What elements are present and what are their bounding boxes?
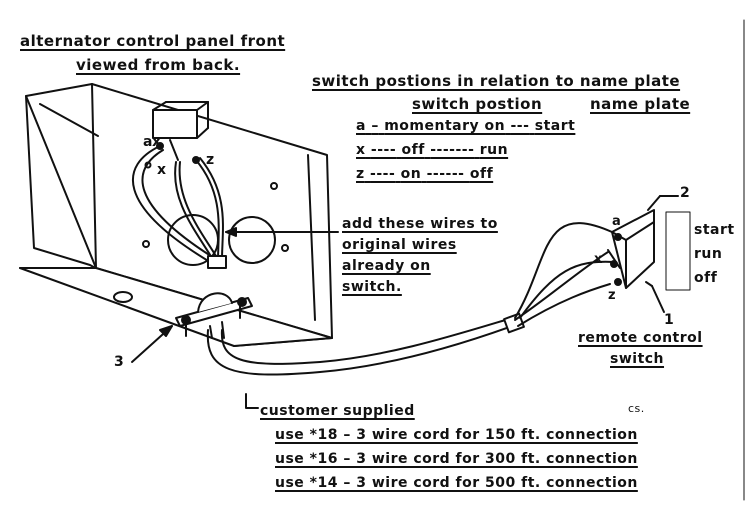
- callout-3: 3: [114, 354, 125, 370]
- row-plate: off: [469, 166, 494, 182]
- panel-terminal-z: z: [206, 152, 215, 168]
- row-dash: ----: [370, 166, 396, 182]
- connecting-cord: [206, 222, 615, 376]
- switch-row-z: z ---- on ------ off: [356, 166, 493, 182]
- plate-label-off: off: [694, 270, 718, 286]
- row-dash: ----: [370, 142, 397, 158]
- panel-terminal-a: a: [143, 134, 153, 150]
- switch-row-x: x ---- off ------- run: [356, 142, 508, 158]
- switch-row-a: a – momentary on --- start: [356, 118, 575, 134]
- customer-supplied-label: customer supplied: [260, 403, 415, 419]
- screw-hole: [113, 291, 133, 303]
- control-panel-box: [19, 83, 333, 347]
- plate-label-run: run: [694, 246, 723, 262]
- row-plate: run: [479, 142, 509, 158]
- cord-option-300ft: use *16 – 3 wire cord for 300 ft. connec…: [275, 451, 638, 467]
- row-description: momentary on: [384, 118, 506, 134]
- name-plate: [665, 211, 691, 291]
- plate-label-start: start: [694, 222, 735, 238]
- title-line-1: alternator control panel front: [20, 32, 286, 50]
- add-wires-note-line-2: original wires: [342, 237, 457, 253]
- remote-label-line-1: remote control: [578, 330, 703, 346]
- switch-position-column-header: switch postion: [412, 95, 543, 113]
- remote-label-line-2: switch: [610, 351, 665, 367]
- remote-terminal-x: x: [594, 252, 603, 267]
- screw-hole: [142, 240, 150, 248]
- callout-1: 1: [664, 312, 675, 328]
- row-dash: -------: [430, 142, 475, 158]
- cord-option-150ft: use *18 – 3 wire cord for 150 ft. connec…: [275, 427, 638, 443]
- add-wires-note-line-3: already on: [342, 258, 431, 274]
- name-plate-column-header: name plate: [590, 95, 691, 113]
- customer-supplied-leader: [245, 393, 259, 409]
- panel-wires: [131, 145, 339, 269]
- screw-hole: [281, 244, 289, 252]
- callout-1-leader: [651, 285, 665, 313]
- row-position: a: [356, 118, 366, 134]
- row-position: x: [356, 142, 366, 158]
- panel-toggle-switch: [152, 101, 209, 164]
- row-position: z: [356, 166, 365, 182]
- cable-clamp: [175, 292, 253, 339]
- add-wires-note-line-1: add these wires to: [342, 216, 498, 232]
- row-dash: –: [371, 118, 379, 134]
- remote-terminal-a: a: [612, 214, 622, 229]
- cord-option-500ft: use *14 – 3 wire cord for 500 ft. connec…: [275, 475, 638, 491]
- panel-terminal-x-side: x: [157, 162, 167, 178]
- remote-terminal-z: z: [608, 288, 617, 303]
- screw-hole: [270, 182, 278, 190]
- panel-terminal-x-top: x: [152, 134, 162, 150]
- title-line-2: viewed from back.: [76, 56, 241, 74]
- switch-table-heading: switch postions in relation to name plat…: [312, 72, 681, 90]
- add-wires-note-line-4: switch.: [342, 279, 402, 295]
- row-description: on: [400, 166, 422, 182]
- callout-2: 2: [680, 185, 691, 201]
- knockout-hole-right: [228, 216, 276, 264]
- row-plate: start: [534, 118, 576, 134]
- row-description: off: [401, 142, 425, 158]
- remote-switch-box: [607, 209, 655, 289]
- cs-mark: cs.: [628, 402, 645, 415]
- row-dash: ---: [510, 118, 530, 134]
- row-dash: ------: [426, 166, 465, 182]
